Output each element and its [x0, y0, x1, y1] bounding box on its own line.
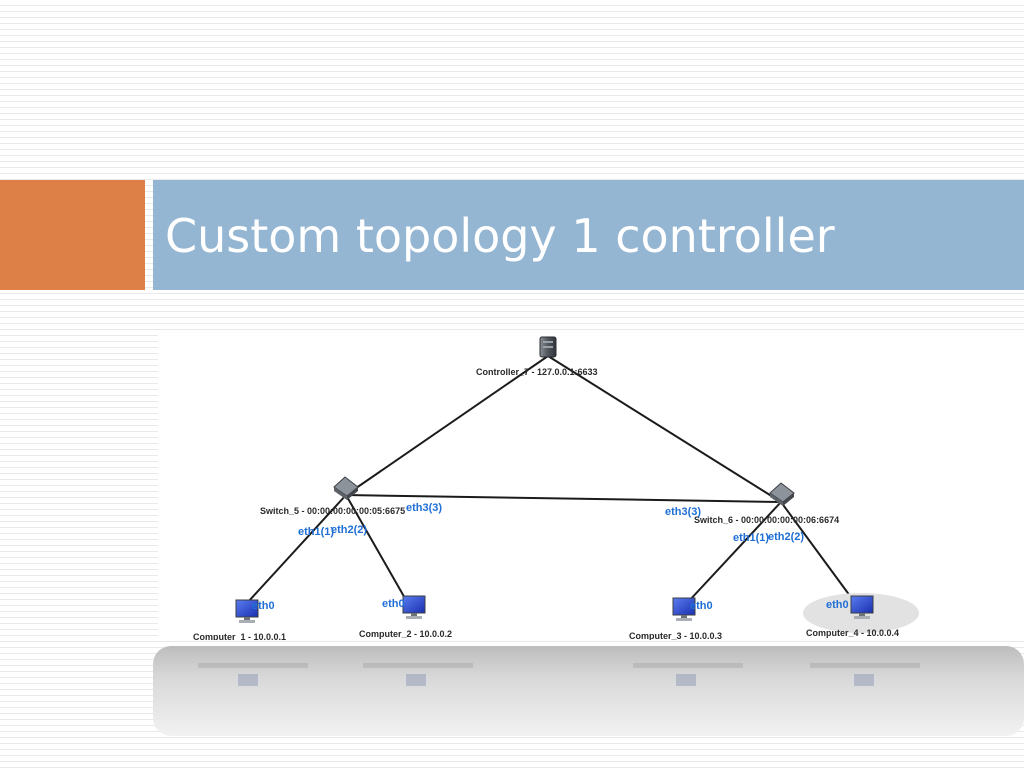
reflection-graphic [198, 663, 920, 686]
topology-diagram: Controller_7 - 127.0.0.1:6633 Switch_5 -… [193, 336, 919, 642]
computer2-label: Computer_2 - 10.0.0.2 [359, 629, 452, 639]
switch6-label: Switch_6 - 00:00:00:00:00:06:6674 [694, 515, 839, 525]
link-controller-switch6[interactable] [547, 355, 782, 503]
computer-icon [672, 597, 696, 621]
computer3-node[interactable]: Computer_3 - 10.0.0.3 [629, 597, 722, 641]
computer-icon [235, 599, 259, 623]
link-switch6-computer4[interactable] [780, 501, 854, 601]
computer1-label: Computer_1 - 10.0.0.1 [193, 632, 286, 640]
link-switch5-switch6[interactable] [345, 494, 782, 503]
computer3-label: Computer_3 - 10.0.0.3 [629, 631, 722, 640]
computer4-label: Computer_4 - 10.0.0.4 [806, 628, 899, 638]
port-label-c3-eth0: eth0 [690, 600, 713, 612]
switch-icon [769, 482, 795, 506]
port-label-c1-eth0: eth0 [252, 600, 275, 612]
port-label-s5-eth1: eth1(1) [298, 526, 334, 538]
link-switch6-computer3[interactable] [687, 501, 782, 603]
title-bar [153, 180, 1024, 290]
port-label-s5-eth3: eth3(3) [406, 502, 442, 514]
image-reflection [153, 646, 1024, 736]
computer2-node[interactable]: Computer_2 - 10.0.0.2 [359, 595, 452, 639]
link-controller-switch5[interactable] [345, 355, 549, 496]
accent-block [0, 180, 145, 290]
switch5-label: Switch_5 - 00:00:00:00:00:05:6675 [260, 506, 405, 516]
switch-icon [333, 476, 359, 500]
switch5-node[interactable]: Switch_5 - 00:00:00:00:00:05:6675 [260, 476, 405, 516]
port-label-s6-eth2: eth2(2) [768, 531, 804, 543]
server-icon [539, 336, 557, 358]
computer-icon [850, 595, 874, 619]
controller-node[interactable]: Controller_7 - 127.0.0.1:6633 [476, 336, 598, 377]
port-label-s6-eth3: eth3(3) [665, 506, 701, 518]
port-label-s5-eth2: eth2(2) [331, 524, 367, 536]
controller-label: Controller_7 - 127.0.0.1:6633 [476, 367, 598, 377]
link-switch5-computer2[interactable] [345, 494, 407, 601]
port-label-c4-eth0: eth0 [826, 599, 849, 611]
topology-diagram-panel: Controller_7 - 127.0.0.1:6633 Switch_5 -… [158, 330, 1024, 642]
slide-title: Custom topology 1 controller [165, 209, 835, 263]
switch6-node[interactable]: Switch_6 - 00:00:00:00:00:06:6674 [694, 482, 839, 525]
computer-icon [402, 595, 426, 619]
port-label-s6-eth1: eth1(1) [733, 532, 769, 544]
link-switch5-computer1[interactable] [247, 494, 347, 603]
port-label-c2-eth0: eth0 [382, 598, 405, 610]
computer1-node[interactable]: Computer_1 - 10.0.0.1 [193, 599, 286, 642]
computer4-node[interactable]: Computer_4 - 10.0.0.4 [806, 595, 899, 638]
